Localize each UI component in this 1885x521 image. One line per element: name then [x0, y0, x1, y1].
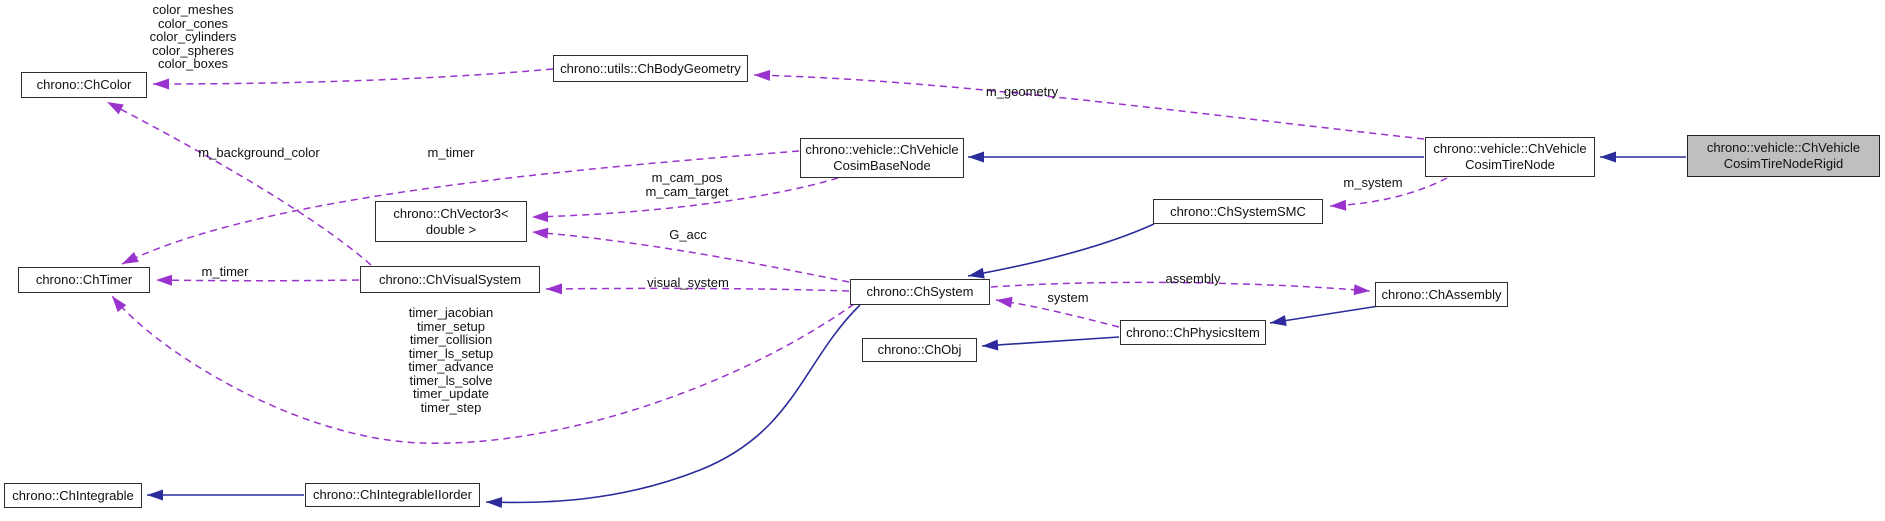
edge-label-m-cam: m_cam_pos m_cam_target — [645, 170, 729, 199]
node-cosimbasenode[interactable]: chrono::vehicle::ChVehicle CosimBaseNode — [800, 138, 964, 178]
node-chvector3[interactable]: chrono::ChVector3< double > — [375, 201, 527, 242]
edge-label-color-members: color_meshes color_cones color_cylinders… — [149, 2, 237, 71]
edge-bodygeometry-to-chcolor — [152, 68, 554, 90]
edge-physicsitem-inherits-chobj — [981, 336, 1120, 351]
edge-chsystem-to-chassembly — [990, 281, 1371, 296]
node-chsystem[interactable]: chrono::ChSystem — [850, 279, 990, 305]
edge-label-m-timer-visual: m_timer — [201, 264, 249, 279]
edge-visualsystem-to-chcolor — [106, 101, 372, 266]
edge-label-m-geometry: m_geometry — [985, 84, 1059, 99]
node-cosimtirenoderigid: chrono::vehicle::ChVehicle CosimTireNode… — [1687, 135, 1880, 177]
edge-label-g-acc: G_acc — [669, 227, 707, 242]
edge-chsystem-to-visualsystem — [545, 283, 850, 295]
node-chassembly[interactable]: chrono::ChAssembly — [1375, 282, 1508, 307]
node-cosimtirenode[interactable]: chrono::vehicle::ChVehicle CosimTireNode — [1425, 137, 1595, 177]
node-chsystemsmc[interactable]: chrono::ChSystemSMC — [1153, 199, 1323, 224]
edge-physicsitem-to-chsystem — [995, 296, 1120, 328]
edge-label-m-system: m_system — [1343, 175, 1403, 190]
node-chintegrable[interactable]: chrono::ChIntegrable — [4, 483, 142, 508]
edge-chsystem-to-chtimer — [111, 295, 855, 445]
node-chbodygeometry[interactable]: chrono::utils::ChBodyGeometry — [553, 55, 748, 82]
edge-label-m-background-color: m_background_color — [198, 145, 320, 160]
node-chcolor[interactable]: chrono::ChColor — [21, 72, 147, 98]
node-chobj[interactable]: chrono::ChObj — [862, 338, 977, 362]
edge-chsystem-inherits-integrableiiorder — [485, 304, 861, 509]
edge-assembly-inherits-physicsitem — [1269, 305, 1380, 326]
edge-systemsmc-inherits-chsystem — [967, 223, 1155, 279]
edge-label-assembly: assembly — [1165, 271, 1221, 286]
edge-label-m-timer-basenode: m_timer — [427, 145, 475, 160]
node-chphysicsitem[interactable]: chrono::ChPhysicsItem — [1120, 320, 1266, 345]
edge-tirenode-to-chsystemsmc — [1329, 177, 1448, 211]
node-chvisualsystem[interactable]: chrono::ChVisualSystem — [360, 266, 540, 293]
node-chtimer[interactable]: chrono::ChTimer — [18, 267, 150, 293]
edge-label-timer-members: timer_jacobian timer_setup timer_collisi… — [408, 305, 494, 415]
edge-chsystem-to-chvector3 — [531, 227, 850, 283]
edge-visualsystem-to-chtimer — [155, 274, 360, 286]
edge-label-system: system — [1047, 290, 1089, 305]
edge-basenode-to-chtimer — [121, 150, 800, 265]
edge-basenode-to-chvector3 — [531, 177, 839, 223]
edge-tirenode-to-bodygeometry — [753, 69, 1425, 140]
edge-label-visual-system: visual_system — [647, 275, 729, 290]
node-chintegrableiiorder[interactable]: chrono::ChIntegrableIIorder — [305, 483, 480, 507]
